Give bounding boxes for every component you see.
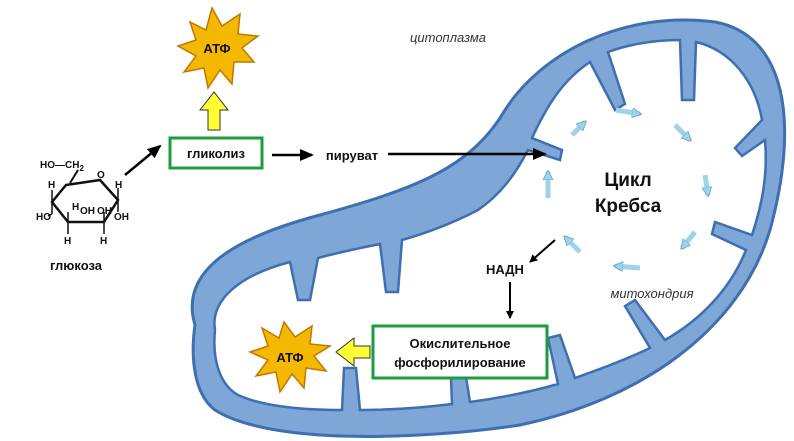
cycle-arrow [570, 122, 585, 137]
cycle-arrow [615, 266, 641, 268]
glucose-h-5: H [100, 236, 107, 247]
mitochondrion-label: митохондрия [610, 286, 693, 301]
cycle-arrow [615, 107, 640, 114]
glucose-oh-1: OH [80, 206, 95, 217]
glucose-h-3: H [72, 202, 79, 213]
atp-bottom-label: АТФ [276, 350, 303, 365]
glucose-oh-3: OH [114, 212, 129, 223]
glucose-h-2: H [115, 180, 122, 191]
atp-top-label: АТФ [203, 41, 230, 56]
cytoplasm-label: цитоплазма [410, 30, 486, 45]
yellow-arrow-to-atp-bottom [335, 336, 371, 368]
glucose-h-4: H [64, 236, 71, 247]
glucose-molecule [47, 169, 120, 234]
nadh-label: НАДН [486, 262, 524, 277]
oxidative-line2: фосфорилирование [394, 355, 526, 370]
cycle-arrow [705, 174, 708, 195]
yellow-arrow-to-atp-top [198, 91, 230, 131]
glucose-ch2-group: HO—CH2 [40, 160, 84, 173]
glucose-ring-oxygen: O [97, 170, 105, 181]
krebs-cycle-title-line1: Цикл [604, 170, 651, 191]
cycle-to-nadh-arrow [529, 239, 556, 263]
mitochondrion-matrix [213, 38, 768, 412]
oxidative-phosphorylation-box [371, 324, 549, 380]
cycle-arrow [565, 237, 582, 254]
glucose-h-1: H [48, 180, 55, 191]
oxidative-line1: Окислительное [410, 336, 511, 351]
krebs-cycle-arrows [548, 107, 708, 268]
glucose-oh-2: OH [97, 206, 112, 217]
glucose-label: глюкоза [50, 258, 103, 273]
atp-star-bottom [247, 320, 333, 394]
glycolysis-label: гликолиз [187, 146, 246, 161]
pyruvate-label: пируват [326, 148, 378, 163]
glycolysis-box [168, 136, 264, 170]
cycle-arrow [680, 230, 697, 248]
krebs-cycle-title-line2: Кребса [595, 196, 662, 217]
atp-star-top [176, 6, 260, 90]
cycle-arrow [673, 123, 690, 140]
glucose-ho-1: HO [36, 212, 51, 223]
glucose-to-glycolysis-arrow [124, 144, 162, 176]
